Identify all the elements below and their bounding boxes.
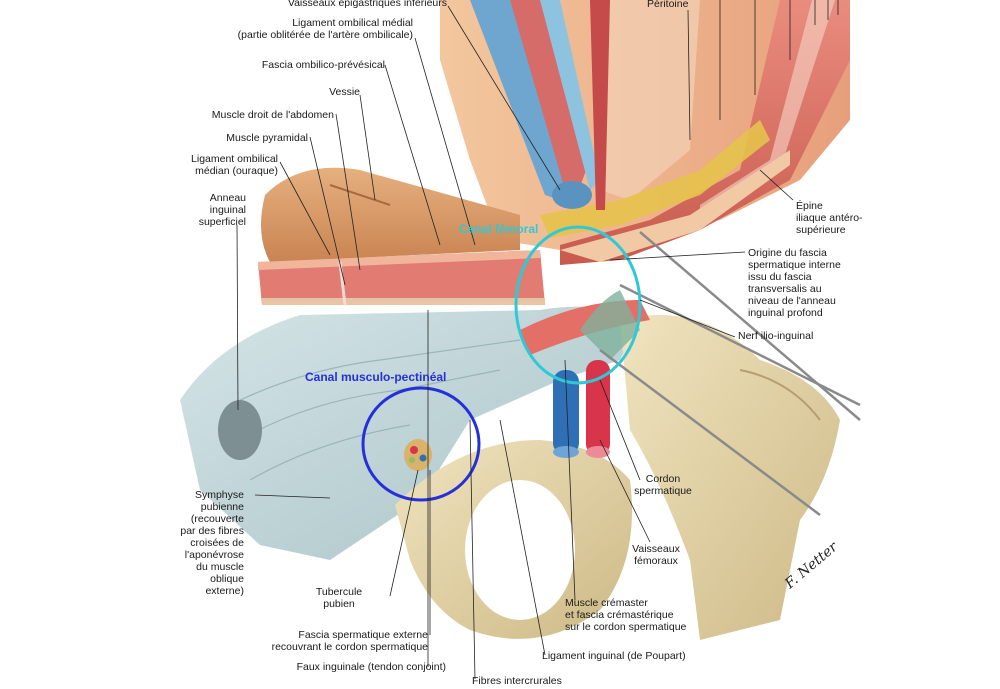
label-vaisseaux-femoraux: Vaisseaux fémoraux [632,543,680,567]
label-vaisseaux-epigastriques: Vaisseaux épigastriques inférieurs [287,0,447,9]
label-canal-musculo: Canal musculo-pectinéal [305,370,447,384]
probe-1 [639,231,861,421]
label-cordon: Cordon spermatique [634,473,692,497]
femoral-vessels [553,360,610,458]
label-anneau-inguinal: Anneau inguinal superficiel [198,192,246,228]
label-ligament-ombilical-median: Ligament ombilical médian (ouraque) [191,153,278,177]
label-muscle-cremaster: Muscle crémaster et fascia crémastérique… [565,597,687,633]
probe-2 [619,283,861,407]
label-fascia-spermatique-externe: Fascia spermatique externe recouvrant le… [271,629,428,653]
canal-musculo-ring [361,386,481,502]
label-canal-femoral: Canal fémoral [459,222,539,236]
leader-lines [236,0,839,680]
cord-cross-section [404,439,432,471]
obturator-foramen [465,480,575,620]
label-faux-inguinale: Faux inguinale (tendon conjoint) [296,661,446,673]
label-epine-iliaque: Épine iliaque antéro- supérieure [796,200,863,236]
rectus-muscle-section [258,250,545,306]
superficial-inguinal-ring-opening [218,400,262,460]
label-tubercule: Tubercule pubien [315,586,363,610]
bladder-fold [329,184,391,206]
canal-femoral-ring [514,225,642,385]
label-ligament-inguinal: Ligament inguinal (de Poupart) [542,650,686,662]
label-muscle-pyramidal: Muscle pyramidal [226,132,308,144]
lateral-muscle-layers [560,0,850,265]
label-muscle-droit: Muscle droit de l'abdomen [211,109,334,121]
label-symphyse: Symphyse pubienne (recouverte par des fi… [180,489,244,597]
label-peritoine: Péritoine [647,0,689,10]
label-vessie: Vessie [329,86,360,98]
label-fibres-intercrurales: Fibres intercrurales [472,675,562,687]
label-ligament-ombilical-medial: Ligament ombilical médial (partie oblité… [237,17,413,41]
label-nerf-ilio: Nerf ilio-inguinal [738,330,814,342]
probe-3 [599,349,821,516]
femur [620,315,840,640]
label-fascia-ombilico: Fascia ombilico-prévésical [261,59,385,71]
epigastric-vessels [470,0,610,210]
bladder [261,167,520,262]
label-origine-fascia: Origine du fascia spermatique interne is… [748,247,841,319]
